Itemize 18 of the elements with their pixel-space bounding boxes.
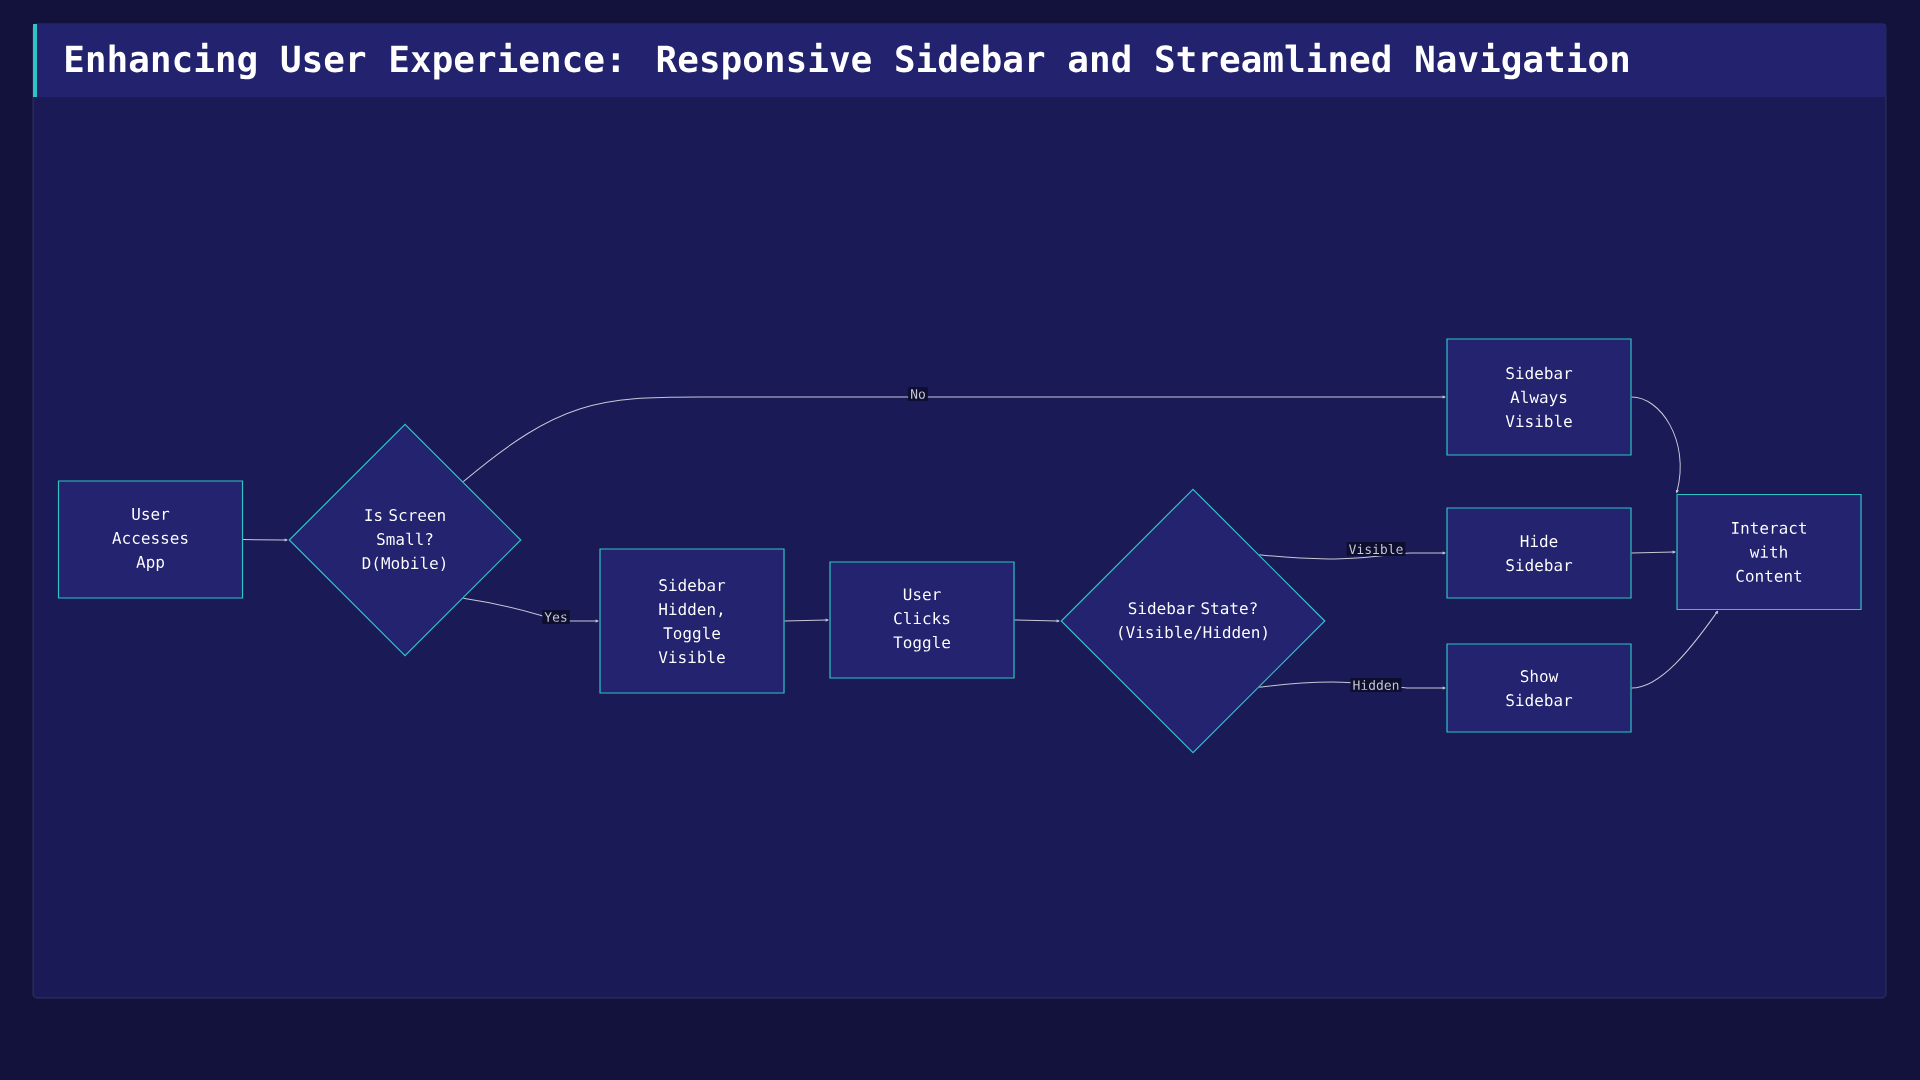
arrow xyxy=(1258,551,1446,560)
process-box: User Accesses App xyxy=(57,480,244,599)
arrow xyxy=(1631,396,1681,494)
arrow xyxy=(1631,550,1676,554)
title: Enhancing User Experience: Responsive Sidebar and Streamlined Navigation xyxy=(66,42,1628,80)
arrow xyxy=(1014,619,1060,623)
process-box: Sidebar Hidden, Toggle Visible xyxy=(599,548,785,694)
arrow xyxy=(462,395,1446,483)
edge-label: Yes xyxy=(542,610,570,624)
process-box: Hide Sidebar xyxy=(1446,507,1632,599)
process-box: Interact with Content xyxy=(1676,493,1862,611)
process-box: Sidebar Always Visible xyxy=(1446,338,1632,456)
process-box: User Clicks Toggle xyxy=(829,561,1015,679)
process-box: Show Sidebar xyxy=(1446,643,1632,733)
arrow xyxy=(1631,610,1719,689)
arrow xyxy=(784,618,829,622)
arrow xyxy=(242,538,288,542)
edge-label: No xyxy=(908,387,928,401)
